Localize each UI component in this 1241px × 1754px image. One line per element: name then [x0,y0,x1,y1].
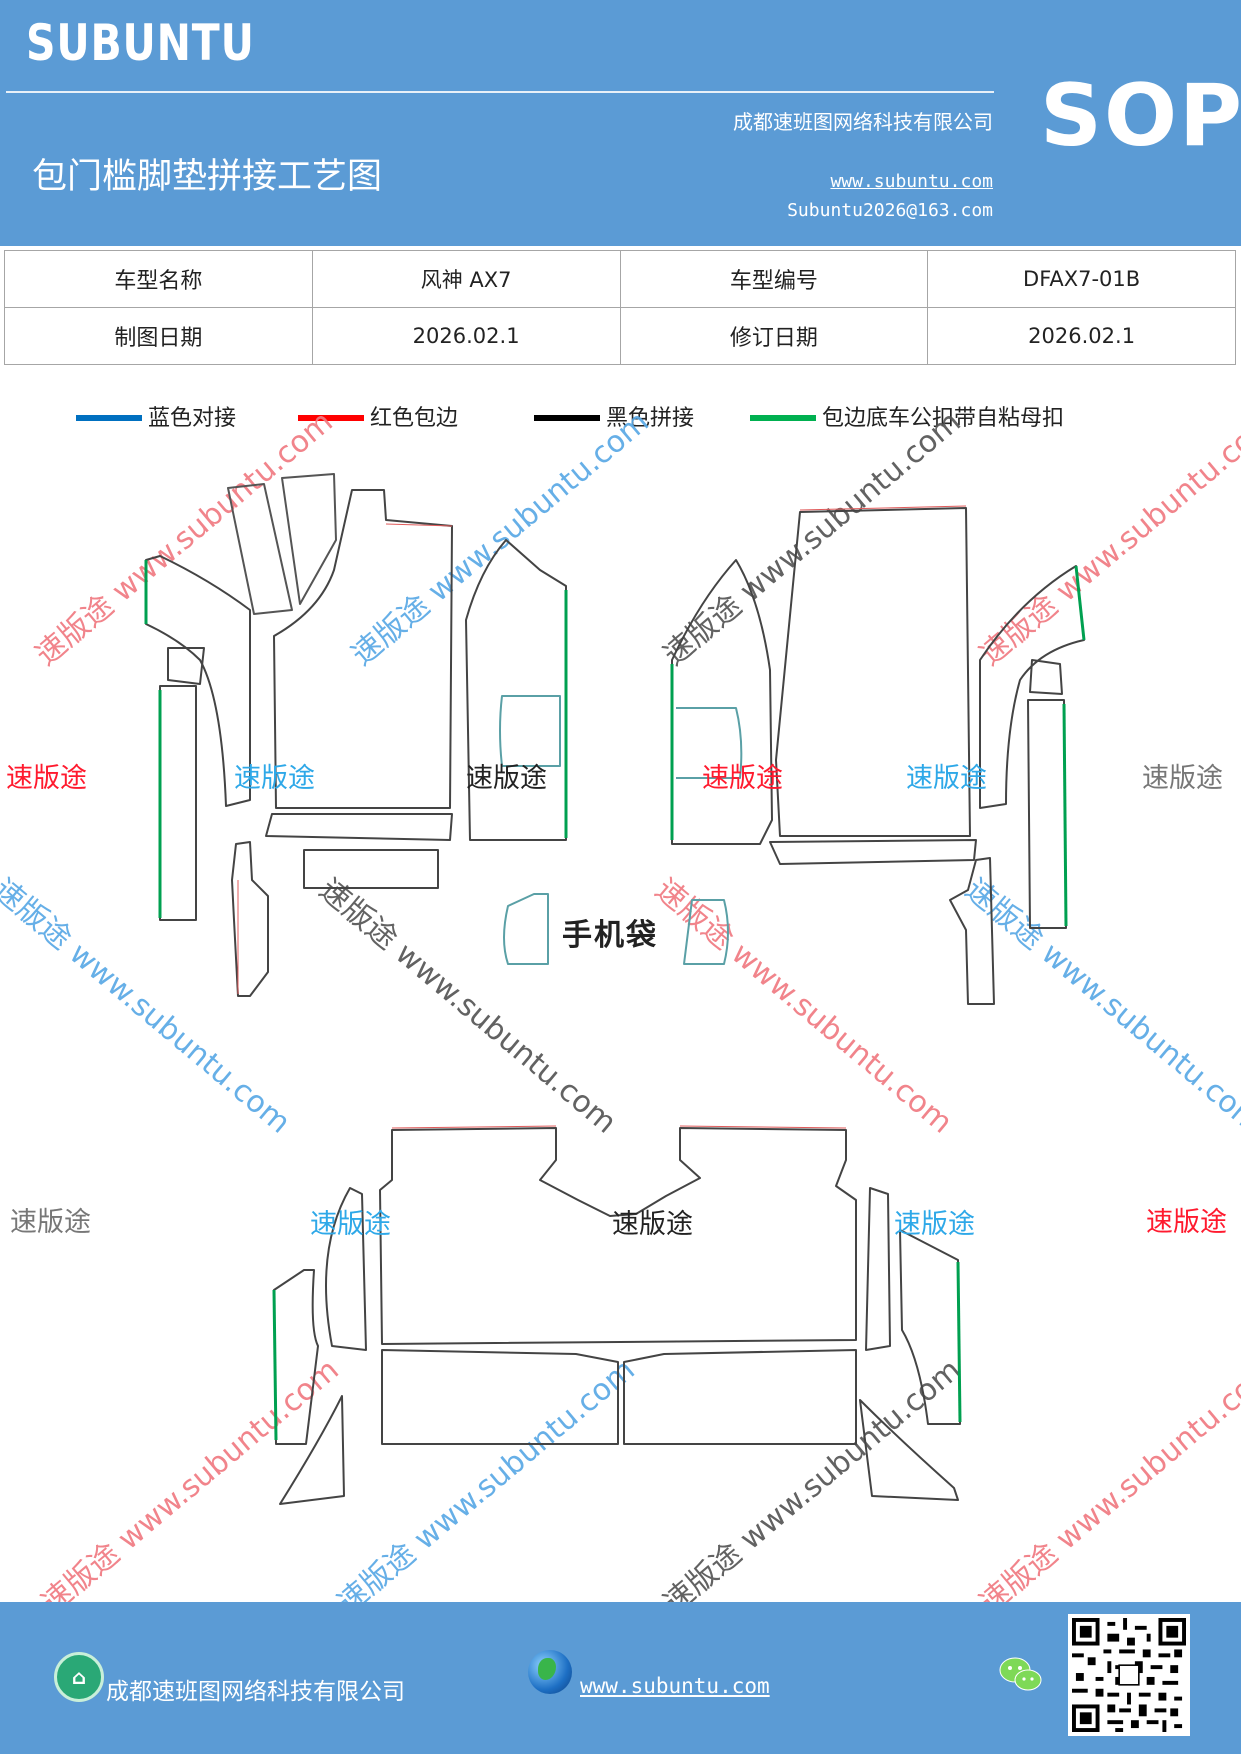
model-name-label: 车型名称 [4,250,313,308]
brand-label: 速版途 [1142,763,1223,794]
model-name-value: 风神 AX7 [311,250,621,308]
header-email[interactable]: Subuntu2026@163.com [787,200,993,221]
brand-label: 速版途 [6,763,87,794]
page-title: 包门槛脚垫拼接工艺图 [32,157,383,197]
legend-item-green: 包边底车公扣带自粘母扣 [750,400,1064,432]
brand-label: 速版途 [310,1209,391,1240]
legend: 蓝色对接 红色包边 黑色拼接 包边底车公扣带自粘母扣 [0,400,1241,440]
header-divider [6,91,994,93]
legend-swatch [76,415,142,421]
globe-icon [528,1650,572,1694]
legend-swatch [534,415,600,421]
legend-swatch [298,415,364,421]
brand-label: 速版途 [10,1207,91,1238]
revise-date-label: 修订日期 [619,307,929,365]
doc-type-badge: SOP [1040,66,1241,166]
table-row: 制图日期 2026.02.1 修订日期 2026.02.1 [4,307,1236,365]
qr-code[interactable] [1068,1614,1190,1736]
mat-pattern-drawing [144,473,1086,1505]
legend-item-black: 黑色拼接 [534,400,694,432]
legend-item-blue: 蓝色对接 [76,400,236,432]
brand-label: 速版途 [702,763,783,794]
table-row: 车型名称 风神 AX7 车型编号 DFAX7-01B [4,250,1236,308]
phone-bag-label: 手机袋 [562,918,658,953]
brand-label: 速版途 [612,1209,693,1240]
model-no-value: DFAX7-01B [927,250,1236,308]
header-website-link[interactable]: www.subuntu.com [830,171,993,192]
draw-date-value: 2026.02.1 [311,307,621,365]
front-right-mat [670,505,1086,1005]
header: SUBUNTU 成都速班图网络科技有限公司 包门槛脚垫拼接工艺图 www.sub… [0,0,1241,246]
brand-label: 速版途 [466,763,547,794]
home-icon: ⌂ [54,1652,104,1702]
front-left-mat [144,473,568,997]
brand-logo: SUBUNTU [26,14,255,72]
header-company: 成都速班图网络科技有限公司 [733,110,993,134]
rear-mat [272,1125,962,1505]
brand-label: 速版途 [894,1209,975,1240]
brand-label: 速版途 [234,763,315,794]
model-no-label: 车型编号 [619,250,929,308]
legend-item-red: 红色包边 [298,400,458,432]
info-table: 车型名称 风神 AX7 车型编号 DFAX7-01B 制图日期 2026.02.… [4,250,1236,365]
brand-label: 速版途 [1146,1207,1227,1238]
footer: ⌂ 成都速班图网络科技有限公司 www.subuntu.com [0,1602,1241,1754]
footer-company: 成都速班图网络科技有限公司 [106,1679,405,1705]
legend-swatch [750,415,816,421]
draw-date-label: 制图日期 [4,307,313,365]
wechat-icon[interactable] [998,1654,1044,1696]
footer-website-link[interactable]: www.subuntu.com [580,1674,770,1698]
brand-label: 速版途 [906,763,987,794]
revise-date-value: 2026.02.1 [927,307,1236,365]
